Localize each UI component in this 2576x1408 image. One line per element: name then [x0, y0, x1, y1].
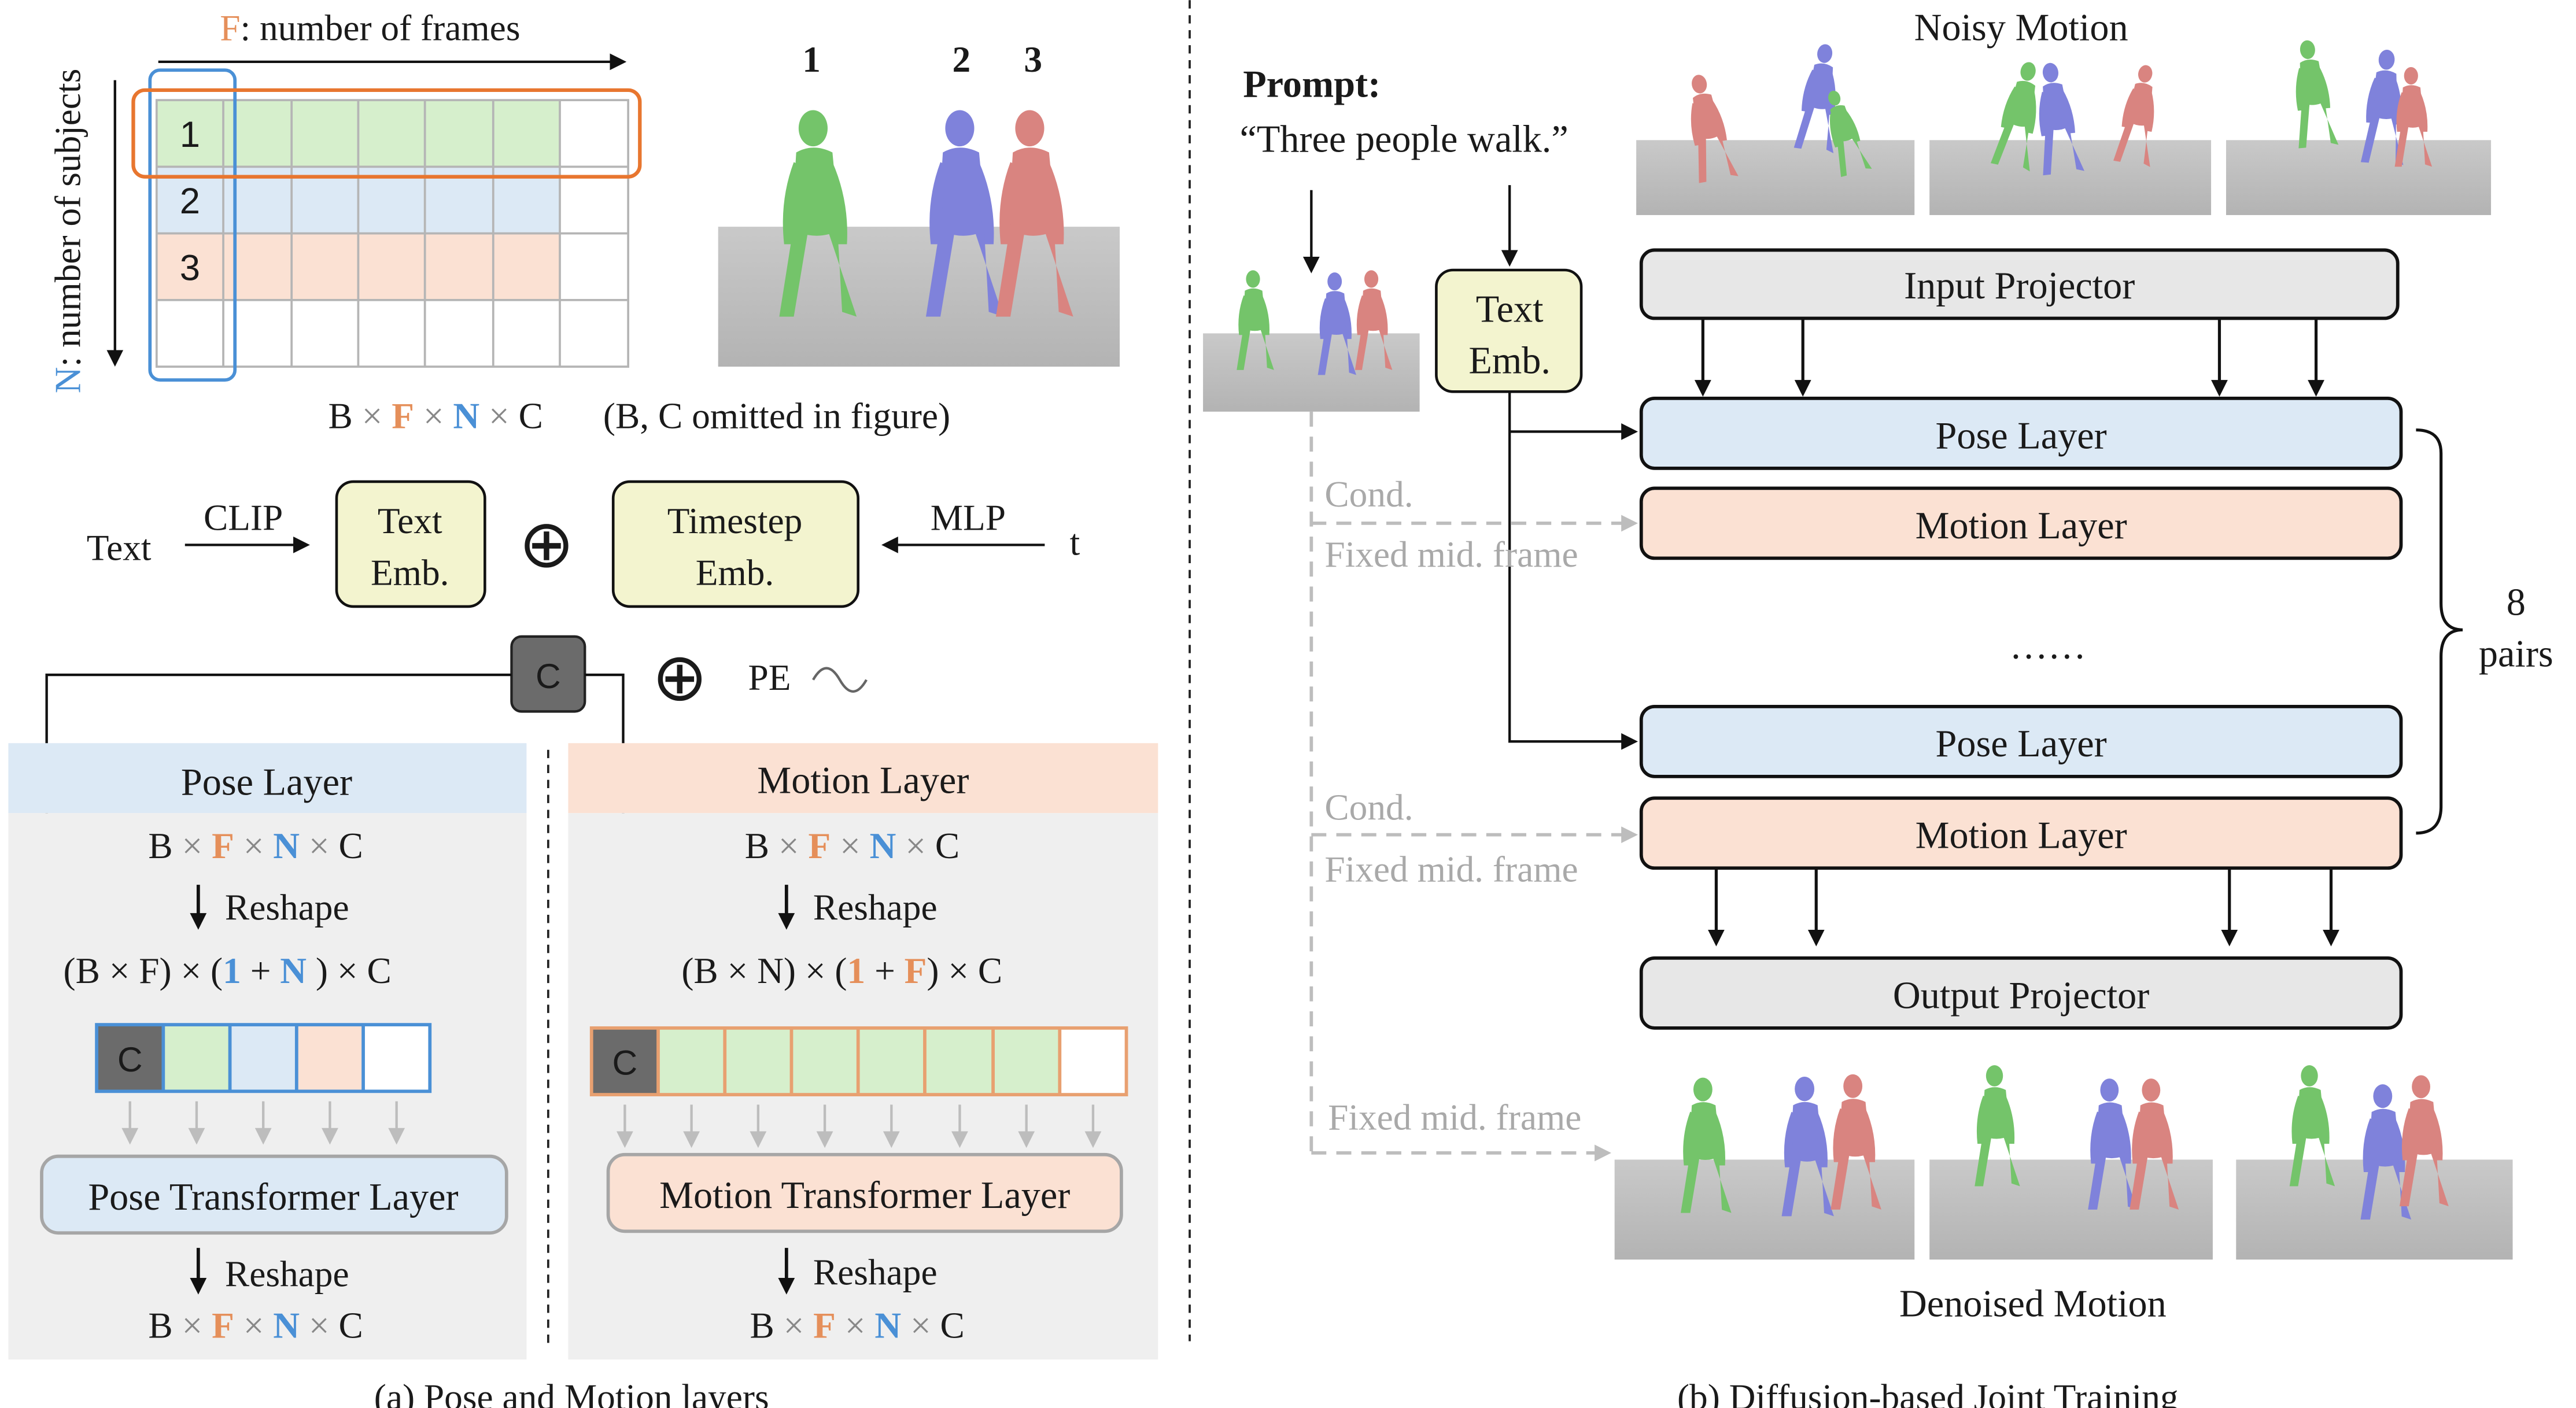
svg-text:Text: Text [378, 501, 442, 541]
tensor-shape-label: B × F × N × C (B, C omitted in figure) [329, 396, 951, 437]
pairs-brace [2416, 428, 2463, 835]
svg-text:Text: Text [1476, 288, 1544, 330]
caption-a: (a) Pose and Motion layers [374, 1377, 769, 1408]
motion-layer-detail: Motion Layer B × F × N × C Reshape (B × … [568, 743, 1158, 1360]
subjects-axis-label: N: number of subjects [47, 69, 88, 393]
pairs-label: pairs [2479, 633, 2553, 675]
fixed-frame-label-1: Fixed mid. frame [1324, 534, 1578, 575]
cond-label-1: Cond. [1324, 474, 1413, 515]
svg-text:Emb.: Emb. [696, 553, 774, 593]
svg-text:Emb.: Emb. [371, 553, 449, 593]
svg-text:Pose Transformer Layer: Pose Transformer Layer [88, 1176, 458, 1218]
condition-dashed-lines [1309, 411, 1638, 1162]
pose-layer-detail: Pose Layer B × F × N × C Reshape (B × F)… [8, 743, 527, 1360]
subject-column-highlight [148, 68, 237, 382]
noisy-motion-section: Noisy Motion [1636, 6, 2492, 215]
svg-text:Input Projector: Input Projector [1904, 265, 2135, 307]
denoised-motion-section: Denoised Motion [1614, 1065, 2513, 1325]
svg-text:C: C [612, 1043, 638, 1082]
svg-text:Reshape: Reshape [225, 1254, 349, 1294]
motion-layer-title: Motion Layer [757, 760, 969, 802]
grid-row-1-number: 1 [180, 114, 200, 155]
timestep-emb-box [611, 480, 860, 608]
mid-frame-render [1203, 333, 1420, 412]
svg-text:Pose Layer: Pose Layer [1936, 415, 2107, 457]
subject-number-2: 2 [952, 39, 970, 80]
svg-text:Pose Layer: Pose Layer [1936, 723, 2107, 765]
text-emb-box [335, 480, 486, 608]
prompt-label: Prompt: [1243, 63, 1381, 105]
pe-label: PE [748, 657, 791, 698]
svg-text:B × F × N × C: B × F × N × C [750, 1306, 964, 1346]
conditioning-section: Text CLIP Text Emb. ⊕ Timestep Emb. MLP … [45, 480, 1080, 1068]
network-stack: Input Projector Pose Layer Motion Layer … [1639, 248, 2553, 1030]
motion-layer-box-2 [1639, 796, 2403, 870]
svg-text:Motion Layer: Motion Layer [1916, 815, 2127, 857]
text-input-label: Text [87, 527, 152, 568]
svg-text:B × F × N × C: B × F × N × C [745, 826, 959, 866]
cond-label-2: Cond. [1324, 788, 1413, 828]
panel-dividers [547, 0, 1191, 1350]
svg-text:C: C [536, 656, 561, 696]
motion-token-sequence: C [589, 1026, 1128, 1096]
svg-text:Reshape: Reshape [813, 1252, 938, 1293]
fixed-frame-label-3: Fixed mid. frame [1328, 1097, 1581, 1138]
pose-token-sequence: C [95, 1023, 432, 1093]
pose-layer-box-1 [1639, 396, 2403, 470]
svg-text:Motion Layer: Motion Layer [1916, 505, 2127, 547]
plus-symbol-2: ⊕ [652, 640, 708, 714]
subject-number-3: 3 [1024, 39, 1042, 80]
svg-text:Output Projector: Output Projector [1893, 974, 2149, 1017]
noisy-motion-title: Noisy Motion [1914, 6, 2128, 49]
svg-text:C: C [117, 1040, 143, 1079]
tensor-grid: 1 2 3 [131, 68, 642, 382]
svg-text:Reshape: Reshape [813, 888, 938, 928]
sine-wave-icon [812, 667, 868, 693]
svg-text:(B × N) × (1 + F) × C: (B × N) × (1 + F) × C [681, 951, 1002, 991]
prompt-section: Prompt: “Three people walk.” Text Emb. [1203, 63, 1638, 750]
mlp-label: MLP [931, 497, 1006, 538]
svg-text:Timestep: Timestep [667, 501, 803, 541]
subjects-render: 1 2 3 [718, 39, 1120, 367]
frames-axis-label: F: number of frames [220, 8, 520, 48]
tensor-grid-section: F: number of frames N: number of subject… [47, 8, 1120, 437]
fixed-frame-label-2: Fixed mid. frame [1324, 849, 1578, 889]
pairs-count: 8 [2507, 581, 2526, 623]
motion-layer-box-1 [1639, 486, 2403, 560]
timestep-t-label: t [1070, 523, 1080, 563]
input-projector-box [1639, 248, 2400, 320]
grid-row-3-number: 3 [180, 247, 200, 288]
pose-layer-title: Pose Layer [181, 762, 352, 804]
frame-row-highlight [131, 88, 642, 179]
motion-transformer-box [606, 1152, 1123, 1233]
output-projector-box [1639, 956, 2403, 1030]
svg-text:(B × F) × (1 + N ) × C: (B × F) × (1 + N ) × C [63, 951, 391, 991]
svg-text:B × F × N × C: B × F × N × C [148, 1306, 363, 1346]
grid-row-2-number: 2 [180, 181, 200, 221]
shape-note: (B, C omitted in figure) [603, 396, 950, 437]
clip-label: CLIP [204, 497, 283, 538]
prompt-text: “Three people walk.” [1239, 118, 1568, 160]
pose-transformer-box [40, 1154, 508, 1235]
svg-text:B × F × N × C: B × F × N × C [329, 396, 543, 437]
svg-text:Reshape: Reshape [225, 888, 349, 928]
pose-layer-box-2 [1639, 704, 2403, 778]
caption-b: (b) Diffusion-based Joint Training [1677, 1377, 2179, 1408]
plus-symbol-1: ⊕ [519, 507, 575, 581]
subject-number-1: 1 [802, 39, 821, 80]
svg-text:Motion Transformer Layer: Motion Transformer Layer [659, 1174, 1070, 1217]
svg-text:Emb.: Emb. [1468, 340, 1551, 382]
layer-ellipsis: …… [2009, 624, 2086, 667]
svg-text:B × F × N × C: B × F × N × C [148, 826, 363, 866]
denoised-motion-title: Denoised Motion [1899, 1283, 2167, 1325]
